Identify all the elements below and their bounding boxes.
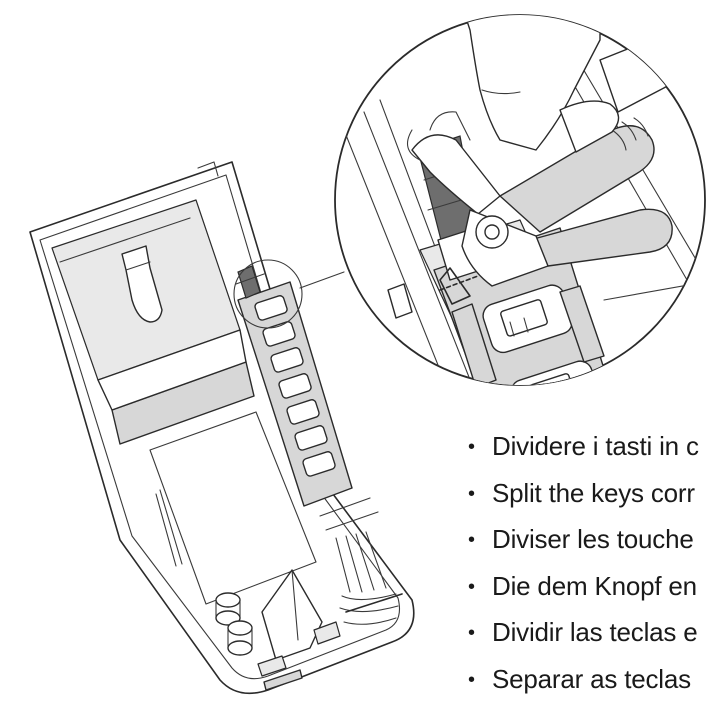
pliers bbox=[411, 117, 673, 305]
bullet-icon: • bbox=[468, 436, 475, 458]
instruction-item: • Dividir las teclas e bbox=[468, 610, 716, 657]
device-housing bbox=[29, 161, 415, 695]
instruction-list: • Dividere i tasti in c • Split the keys c… bbox=[468, 424, 716, 703]
bullet-icon: • bbox=[468, 482, 475, 505]
key-strip bbox=[235, 265, 353, 507]
instruction-text: Dividere i tasti in c bbox=[492, 431, 699, 461]
instruction-text: Split the keys corr bbox=[492, 477, 695, 508]
instruction-text: Die dem Knopf en bbox=[492, 570, 697, 601]
instruction-text: Diviser les touche bbox=[492, 524, 694, 554]
key-strip-keys bbox=[254, 295, 336, 477]
bullet-icon: • bbox=[468, 575, 475, 598]
detail-marker bbox=[233, 259, 303, 329]
instruction-text: Dividir las teclas e bbox=[492, 617, 698, 647]
instruction-text: Separar as teclas bbox=[492, 663, 691, 694]
bullet-icon: • bbox=[468, 529, 475, 551]
instruction-item: • Split the keys corr bbox=[468, 471, 716, 518]
bullet-icon: • bbox=[468, 622, 475, 644]
instruction-item: • Separar as teclas bbox=[468, 657, 716, 704]
bullet-icon: • bbox=[468, 668, 475, 691]
magnified-detail bbox=[334, 14, 706, 386]
instruction-item: • Dividere i tasti in c bbox=[468, 424, 716, 471]
instruction-item: • Diviser les touche bbox=[468, 517, 716, 564]
leader-line bbox=[299, 271, 345, 289]
instruction-item: • Die dem Knopf en bbox=[468, 564, 716, 611]
